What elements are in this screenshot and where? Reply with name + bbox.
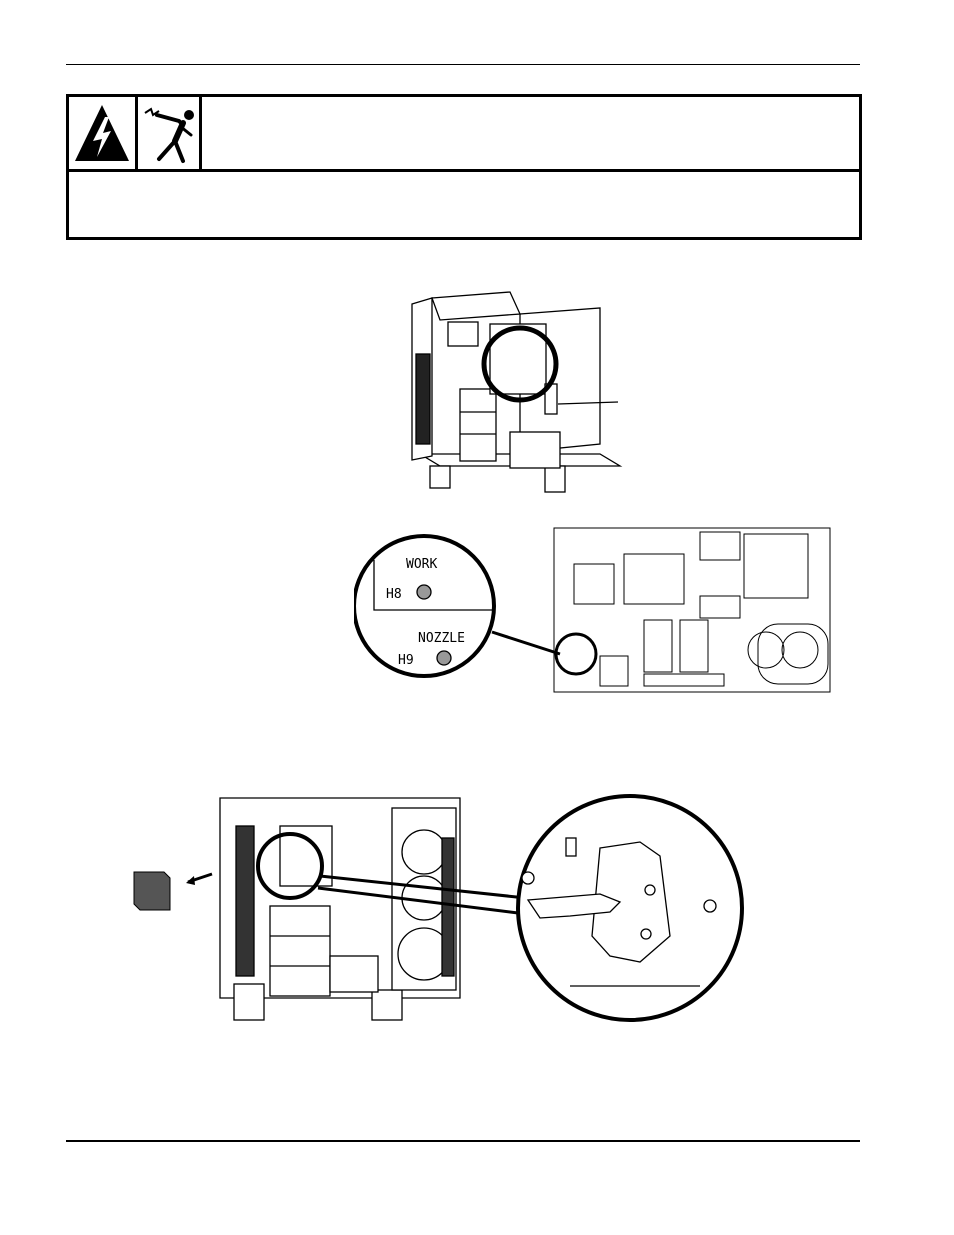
top-rule [66, 64, 860, 65]
pcb-highlight-circle [554, 632, 598, 676]
removed-panel [133, 871, 171, 911]
nozzle-test-point [436, 650, 452, 666]
icon-separator-2 [199, 97, 202, 169]
chassis-figure-top [400, 284, 630, 504]
chassis-highlight-circle [256, 832, 324, 900]
pcb-callout-figure: WORK H8 NOZZLE H9 [354, 524, 834, 696]
warning-box [66, 94, 862, 240]
work-pin-label: H8 [386, 587, 402, 602]
icon-separator [135, 97, 138, 169]
work-test-point [416, 584, 432, 600]
nozzle-pin-label: H9 [398, 653, 414, 668]
nozzle-label: NOZZLE [418, 631, 465, 646]
bottom-rule [66, 1140, 860, 1142]
electrocution-person-icon [139, 101, 197, 170]
electric-shock-hazard-icon [73, 103, 131, 168]
highlight-circle [481, 325, 559, 403]
chassis-figure-bottom [130, 786, 750, 1026]
warning-divider [69, 169, 859, 172]
work-label: WORK [406, 557, 437, 572]
